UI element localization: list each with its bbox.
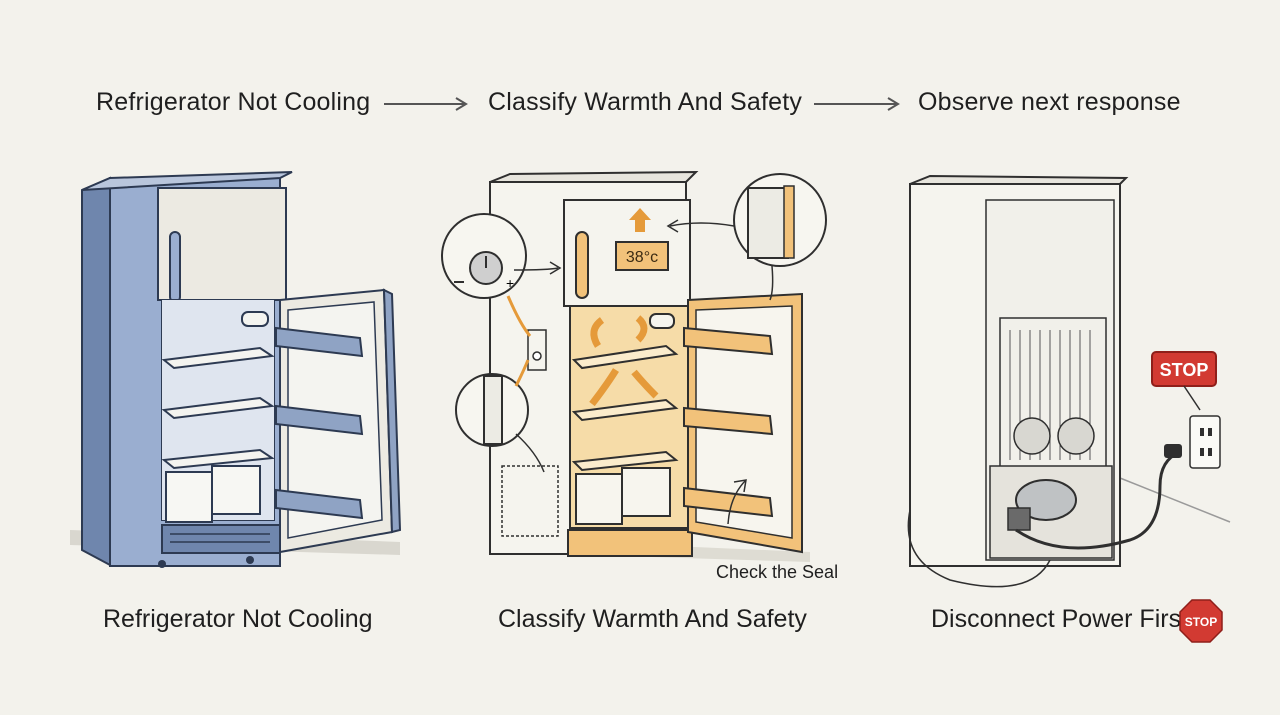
plug-icon bbox=[1164, 444, 1182, 458]
stop-sign-label: STOP bbox=[1160, 360, 1209, 380]
airflow-arrow-icon bbox=[590, 317, 605, 348]
temperature-reading: 38°c bbox=[626, 249, 658, 266]
process-flow: Refrigerator Not Cooling Classify Warmth… bbox=[0, 88, 1280, 124]
fan-icon bbox=[1057, 417, 1095, 455]
caption-panel-1: Refrigerator Not Cooling bbox=[103, 605, 373, 633]
seal-callout-label: Check the Seal bbox=[716, 562, 839, 582]
airflow-arrow-icon bbox=[589, 368, 619, 407]
airflow-arrow-icon bbox=[635, 315, 648, 343]
flow-arrow-1-icon bbox=[384, 97, 468, 111]
temperature-display bbox=[615, 241, 669, 271]
compressor bbox=[1015, 479, 1077, 521]
stop-octagon-label: STOP bbox=[1185, 615, 1217, 629]
freezer-handle bbox=[169, 231, 181, 303]
freezer-handle bbox=[575, 231, 589, 299]
fridge-diagnostic-illustration: 38°c + bbox=[441, 170, 827, 562]
flow-arrow-2-icon bbox=[814, 97, 900, 111]
fan-icon bbox=[1013, 417, 1051, 455]
airflow-arrow-icon bbox=[631, 369, 659, 399]
caption-panel-3: Disconnect Power First bbox=[931, 605, 1189, 633]
svg-text:+: + bbox=[506, 275, 514, 291]
wall-outlet-icon bbox=[1189, 415, 1221, 469]
power-cord bbox=[1015, 450, 1181, 550]
flow-step-1: Refrigerator Not Cooling bbox=[96, 88, 371, 116]
flow-step-2: Classify Warmth And Safety bbox=[488, 88, 803, 116]
stop-octagon-icon: STOP bbox=[1179, 599, 1223, 643]
up-arrow-icon bbox=[629, 208, 651, 232]
fridge-blue-illustration bbox=[70, 171, 402, 568]
caption-panel-2: Classify Warmth And Safety bbox=[498, 605, 807, 633]
flow-step-3: Observe next response bbox=[918, 88, 1181, 116]
fridge-rear-illustration: STOP bbox=[907, 174, 1231, 588]
